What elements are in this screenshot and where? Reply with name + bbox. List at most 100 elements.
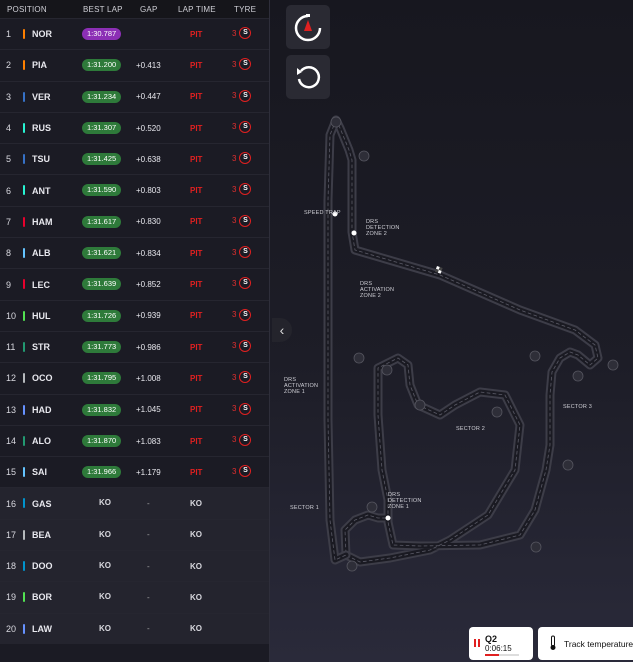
session-widget[interactable]: Q2 0:06:15: [469, 627, 533, 660]
lap-time: KO: [190, 499, 202, 509]
session-name: Q2: [485, 634, 498, 644]
soft-tyre-icon: S: [239, 120, 252, 133]
position-number: 16: [6, 498, 17, 509]
gap-value: +1.179: [136, 467, 161, 477]
thermometer-icon: [550, 635, 556, 650]
gap-value: +1.045: [136, 405, 161, 415]
best-lap: KO: [99, 623, 111, 633]
header-tyre: TYRE: [234, 4, 257, 14]
collapse-panel-button[interactable]: ‹: [272, 318, 292, 342]
soft-tyre-icon: S: [239, 339, 252, 352]
best-lap: 1:31.234: [82, 90, 122, 103]
driver-code: BEA: [32, 529, 52, 540]
soft-tyre-icon: S: [239, 89, 252, 102]
chevron-left-icon: ‹: [279, 322, 285, 338]
driver-code: HAM: [32, 216, 53, 227]
best-lap: 1:31.832: [82, 403, 122, 416]
leaderboard-header: POSITION BEST LAP GAP LAP TIME TYRE: [0, 0, 269, 18]
position-number: 15: [6, 467, 17, 478]
gap-value: -: [147, 561, 150, 571]
driver-code: BOR: [32, 592, 52, 603]
best-lap: 1:31.425: [82, 153, 122, 166]
weather-widget[interactable]: Track temperature: [538, 627, 633, 660]
position-number: 1: [6, 29, 12, 40]
soft-tyre-icon: S: [239, 27, 252, 39]
driver-tracker-button[interactable]: [286, 5, 330, 49]
reset-view-button[interactable]: [286, 55, 330, 99]
gap-value: +0.834: [136, 248, 161, 258]
lap-time: PIT: [190, 373, 203, 383]
team-color-bar: [23, 60, 25, 71]
session-progress: [485, 654, 519, 656]
soft-tyre-icon: S: [239, 371, 252, 384]
team-color-bar: [23, 154, 25, 165]
position-number: 3: [6, 91, 12, 102]
team-color-bar: [23, 529, 25, 540]
position-number: 8: [6, 248, 12, 259]
gap-value: +0.803: [136, 186, 161, 196]
header-best-lap: BEST LAP: [83, 4, 123, 14]
table-row[interactable]: 16 GAS KO - KO: [0, 487, 269, 519]
label-sector-3: SECTOR 3: [563, 404, 593, 410]
driver-code: DOO: [32, 561, 53, 572]
lap-time: PIT: [190, 217, 203, 227]
lap-time: KO: [190, 561, 202, 571]
soft-tyre-icon: S: [239, 402, 252, 415]
position-number: 19: [6, 592, 17, 603]
gap-value: +0.447: [136, 92, 161, 102]
best-lap: 1:31.639: [82, 278, 122, 291]
position-number: 12: [6, 373, 17, 384]
team-color-bar: [23, 435, 25, 446]
gap-value: -: [147, 499, 150, 509]
driver-code: TSU: [32, 154, 50, 165]
tyre-laps: 3: [232, 372, 237, 382]
position-number: 9: [6, 279, 12, 290]
soft-tyre-icon: S: [239, 183, 252, 196]
team-color-bar: [23, 248, 25, 259]
best-lap: 1:31.617: [82, 215, 122, 228]
position-number: 4: [6, 123, 12, 134]
tyre-laps: 3: [232, 28, 237, 38]
gap-value: +0.520: [136, 123, 161, 133]
best-lap: KO: [99, 498, 111, 508]
position-number: 10: [6, 310, 17, 321]
driver-code: NOR: [32, 29, 52, 40]
team-color-bar: [23, 592, 25, 603]
driver-code: PIA: [32, 60, 48, 71]
lap-time: PIT: [190, 405, 203, 415]
best-lap: 1:31.307: [82, 121, 122, 134]
driver-code: GAS: [32, 498, 52, 509]
lap-time: PIT: [190, 154, 203, 164]
label-sector-2: SECTOR 2: [456, 426, 486, 432]
team-color-bar: [23, 561, 25, 572]
soft-tyre-icon: S: [239, 277, 252, 290]
team-color-bar: [23, 122, 25, 133]
gap-value: +0.939: [136, 311, 161, 321]
driver-code: ALB: [32, 248, 51, 259]
